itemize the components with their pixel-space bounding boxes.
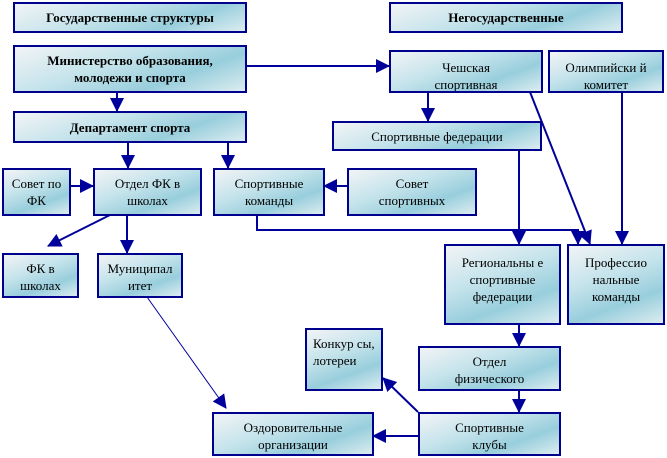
label: Департамент спорта [69,119,191,135]
label: Отдел физического [454,354,525,386]
dept-phys-box: Отдел физического [418,346,561,391]
label: ФК в школах [20,261,61,293]
label: Региональны е спортивные федерации [461,255,544,304]
label: Конкур сы, лотереи [313,336,375,368]
label: Муниципал итет [107,261,173,293]
label: Спортивные федерации [371,129,503,144]
label: Профессио нальные команды [585,255,647,304]
label: Министерство образования, молодежи и спо… [47,53,213,85]
nongov-header: Негосударственные [389,2,623,33]
label: Спортивные клубы [455,420,524,452]
council-sport-box: Совет спортивных [347,168,477,216]
label: Совет спортивных [378,176,446,208]
federations-box: Спортивные федерации [332,121,542,151]
label: Отдел ФК в школах [114,176,181,208]
sport-clubs-box: Спортивные клубы [418,412,561,456]
sport-teams-box: Спортивные команды [213,168,325,216]
label: Государственные структуры [46,10,214,25]
label: Негосударственные [448,10,564,25]
label: Чешская спортивная [434,60,498,92]
label: Совет по ФК [11,176,62,208]
ministry-box: Министерство образования, молодежи и спо… [13,45,247,93]
label: Спортивные команды [234,176,304,208]
contests-box: Конкур сы, лотереи [305,328,383,391]
pe-schools-box: ФК в школах [2,253,79,298]
municipality-box: Муниципал итет [97,253,183,298]
regional-federations-box: Региональны е спортивные федерации [444,244,561,325]
professional-teams-box: Профессио нальные команды [567,244,665,325]
label: Олимпийски й комитет [565,60,647,92]
arrow-municipality-health [146,296,227,409]
department-box: Департамент спорта [13,111,247,143]
dept-pe-schools-box: Отдел ФК в школах [93,168,202,216]
gov-structures-header: Государственные структуры [13,2,247,33]
czech-box: Чешская спортивная [389,50,543,93]
council-pe-box: Совет по ФК [2,168,71,216]
health-orgs-box: Оздоровительные организации [212,412,374,456]
arrow-czech-professional [529,91,592,245]
olympic-box: Олимпийски й комитет [548,50,664,93]
arrow-dept-peinschools [47,214,111,247]
arrow-clubs-contests [382,377,419,413]
label: Оздоровительные организации [243,420,343,452]
arrow-teams-professional [256,215,585,245]
